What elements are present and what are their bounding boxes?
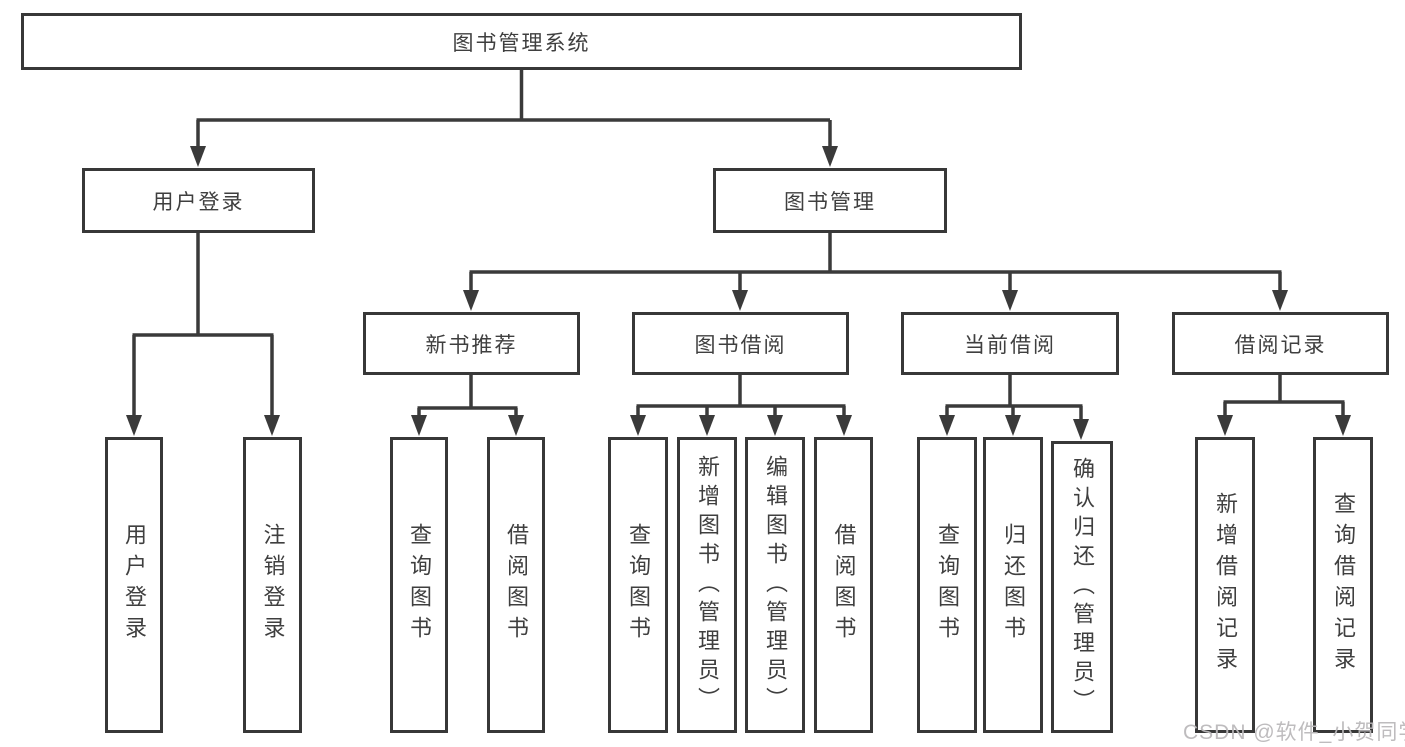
leaf-return-books-label: 归还图书: [1001, 523, 1026, 647]
leaf-user-login-label: 用户登录: [122, 523, 147, 647]
leaf-query-books-current: 查询图书: [917, 437, 977, 733]
connector-userlogin-to-leaves: [132, 233, 274, 418]
leaf-confirm-return-admin-label: 确认归还（管理员）: [1070, 456, 1095, 718]
leaf-return-books: 归还图书: [983, 437, 1043, 733]
node-book-borrowing: 图书借阅: [632, 312, 849, 375]
node-user-login-label: 用户登录: [152, 190, 245, 214]
connector-root-to-level2: [196, 70, 832, 150]
connector-bookmgmt-to-level3: [469, 233, 1282, 292]
leaf-borrow-books-recommend-label: 借阅图书: [504, 523, 529, 647]
node-current-borrowing: 当前借阅: [901, 312, 1119, 375]
leaf-add-borrow-record-label: 新增借阅记录: [1213, 492, 1238, 678]
csdn-watermark: CSDN @软件_小贺同学: [1183, 721, 1405, 744]
node-book-management-label: 图书管理: [784, 190, 876, 214]
leaf-query-borrow-record-label: 查询借阅记录: [1331, 492, 1356, 678]
connector-bookborrow-to-leaves: [636, 375, 846, 418]
node-new-book-recommendation: 新书推荐: [363, 312, 580, 375]
leaf-borrow-books-borrow: 借阅图书: [814, 437, 873, 733]
node-borrowing-records-label: 借阅记录: [1234, 333, 1327, 357]
leaf-query-books-current-label: 查询图书: [935, 523, 960, 647]
leaf-query-borrow-record: 查询借阅记录: [1313, 437, 1373, 733]
leaf-query-books-borrow: 查询图书: [608, 437, 668, 733]
connector-newbook-to-leaves: [417, 375, 518, 418]
leaf-user-login: 用户登录: [105, 437, 163, 733]
node-library-system-label: 图书管理系统: [452, 31, 591, 55]
node-borrowing-records: 借阅记录: [1172, 312, 1389, 375]
leaf-borrow-books-borrow-label: 借阅图书: [831, 523, 857, 647]
leaf-confirm-return-admin: 确认归还（管理员）: [1051, 441, 1113, 733]
leaf-edit-books-admin: 编辑图书（管理员）: [745, 437, 805, 733]
node-library-system: 图书管理系统: [21, 13, 1022, 70]
connector-currentborrow-to-leaves: [945, 375, 1083, 422]
node-current-borrowing-label: 当前借阅: [964, 333, 1056, 357]
leaf-query-books-borrow-label: 查询图书: [626, 523, 651, 647]
leaf-logout: 注销登录: [243, 437, 302, 733]
leaf-logout-label: 注销登录: [260, 523, 286, 647]
leaf-query-books-recommend-label: 查询图书: [407, 523, 432, 647]
leaf-borrow-books-recommend: 借阅图书: [487, 437, 545, 733]
node-new-book-recommendation-label: 新书推荐: [425, 333, 518, 357]
leaf-add-books-admin: 新增图书（管理员）: [677, 437, 737, 733]
leaf-edit-books-admin-label: 编辑图书（管理员）: [763, 454, 788, 716]
node-book-borrowing-label: 图书借阅: [694, 333, 787, 357]
leaf-add-borrow-record: 新增借阅记录: [1195, 437, 1255, 733]
leaf-add-books-admin-label: 新增图书（管理员）: [695, 454, 720, 716]
node-book-management: 图书管理: [713, 168, 947, 233]
leaf-query-books-recommend: 查询图书: [390, 437, 448, 733]
node-user-login: 用户登录: [82, 168, 315, 233]
connector-records-to-leaves: [1223, 375, 1345, 418]
